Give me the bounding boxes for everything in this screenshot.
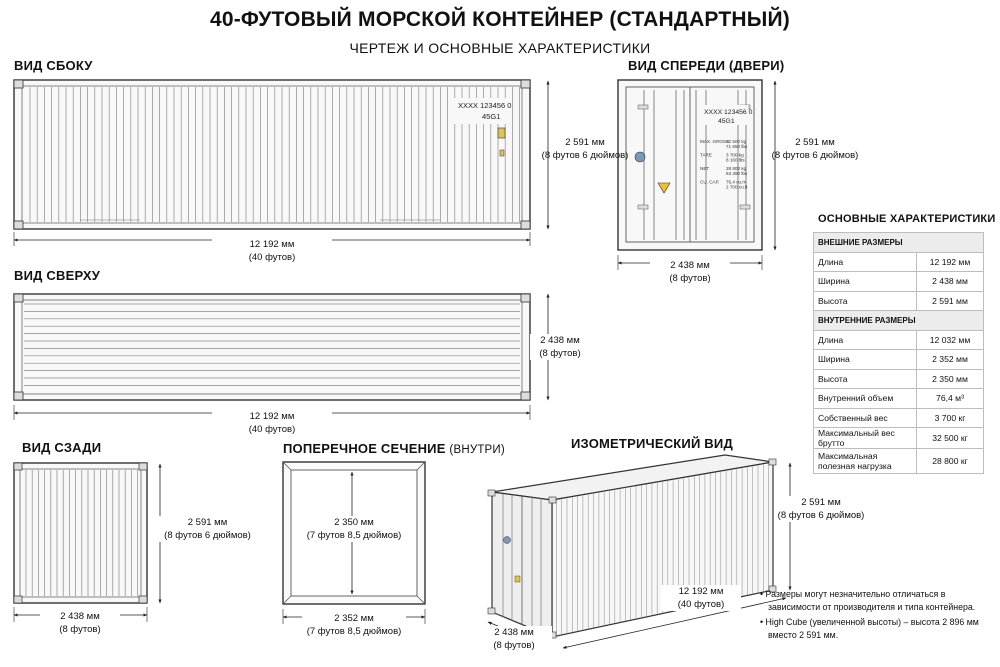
spec-value: 2 350 мм: [916, 368, 984, 389]
spec-value: 12 032 мм: [916, 329, 984, 350]
spec-section-header: ВНУТРЕННИЕ РАЗМЕРЫ: [813, 310, 984, 331]
spec-value: 2 438 мм: [916, 271, 984, 292]
spec-value: 3 700 кг: [916, 407, 984, 428]
side-code-line2: 45G1: [482, 112, 500, 121]
note-item: • Размеры могут незначительно отличаться…: [760, 589, 976, 612]
side-label-sticker: [497, 127, 506, 139]
rear-view-container: [13, 462, 148, 604]
front-height-dim: 2 591 мм(8 футов 6 дюймов): [771, 137, 859, 161]
front-code-line1: XXXX 123456 0: [704, 109, 753, 116]
spec-label: Высота: [813, 290, 917, 311]
spec-value: 12 192 мм: [916, 251, 984, 272]
front-code-line2: 45G1: [718, 118, 735, 125]
spec-section-header: ВНЕШНИЕ РАЗМЕРЫ: [813, 232, 984, 253]
iso-height-dim: 2 591 мм(8 футов 6 дюймов): [775, 496, 867, 522]
specs-title: ОСНОВНЫЕ ХАРАКТЕРИСТИКИ: [818, 213, 996, 225]
front-width-dim: 2 438 мм(8 футов): [650, 259, 730, 285]
side-view-container: XXXX 123456 0 45G1: [13, 79, 531, 230]
plate-text: NET: [700, 166, 709, 171]
plate-text: 32 500 kg: [726, 139, 747, 144]
rear-width-dim: 2 438 мм(8 футов): [40, 610, 120, 636]
csc-plate-icon: [634, 151, 646, 163]
spec-label: Максимальная полезная нагрузка: [813, 448, 917, 474]
side-height-dim: 2 591 мм(8 футов 6 дюймов): [541, 137, 629, 161]
cross-width-dim: 2 352 мм(7 футов 8,5 дюймов): [302, 612, 406, 638]
spec-label: Ширина: [813, 271, 917, 292]
cross-height-dim: 2 350 мм(7 футов 8,5 дюймов): [302, 516, 406, 542]
side-view-label: ВИД СБОКУ: [14, 58, 93, 73]
spec-value: 28 800 кг: [916, 448, 984, 474]
top-view-container: [13, 293, 531, 401]
warning-triangle-icon: [657, 182, 671, 194]
iso-view-container: [487, 454, 777, 639]
spec-value: 32 500 кг: [916, 427, 984, 449]
note-item: • High Cube (увеличенной высоты) – высот…: [760, 617, 979, 640]
notes: • Размеры могут незначительно отличаться…: [760, 588, 992, 644]
iso-length-dim: 12 192 мм(40 футов): [661, 585, 741, 611]
spec-label: Максимальный вес брутто: [813, 427, 917, 449]
top-length-dim: 12 192 мм(40 футов): [212, 410, 332, 436]
cross-section-label: ПОПЕРЕЧНОЕ СЕЧЕНИЕ (ВНУТРИ): [283, 441, 505, 456]
rear-view-label: ВИД СЗАДИ: [22, 440, 102, 455]
top-width-dim: 2 438 мм(8 футов): [530, 334, 590, 360]
spec-value: 2 591 мм: [916, 290, 984, 311]
top-view-label: ВИД СВЕРХУ: [14, 268, 100, 283]
rear-height-dim: 2 591 мм(8 футов 6 дюймов): [150, 516, 265, 542]
side-code-line1: XXXX 123456 0: [458, 101, 511, 110]
plate-text: 2 700 cu.ft: [726, 185, 748, 190]
plate-text: 8 160 lbs: [726, 158, 745, 163]
plate-text: MAX. GROSS: [700, 139, 729, 144]
page-subtitle: ЧЕРТЕЖ И ОСНОВНЫЕ ХАРАКТЕРИСТИКИ: [349, 40, 651, 56]
plate-text: CU. CAP.: [700, 180, 719, 185]
spec-label: Внутренний объем: [813, 388, 917, 409]
plate-text: 28 800 kg: [726, 166, 747, 171]
page-title: 40-ФУТОВЫЙ МОРСКОЙ КОНТЕЙНЕР (СТАНДАРТНЫ…: [209, 8, 790, 31]
spec-label: Собственный вес: [813, 407, 917, 428]
spec-label: Ширина: [813, 349, 917, 370]
spec-label: Высота: [813, 368, 917, 389]
plate-text: 76,4 cu.m: [726, 180, 746, 185]
spec-label: Длина: [813, 251, 917, 272]
side-length-dim: 12 192 мм(40 футов): [212, 238, 332, 264]
plate-text: 71 650 lbs: [726, 144, 748, 149]
iso-width-dim: 2 438 мм(8 футов): [476, 626, 552, 652]
iso-view-label: ИЗОМЕТРИЧЕСКИЙ ВИД: [571, 436, 733, 451]
spec-value: 76,4 м³: [916, 388, 984, 409]
plate-text: 63 490 lbs: [726, 171, 748, 176]
plate-text: TARE: [700, 153, 712, 158]
plate-text: 3 700 kg: [726, 153, 744, 158]
front-view-label: ВИД СПЕРЕДИ (ДВЕРИ): [628, 58, 785, 73]
spec-label: Длина: [813, 329, 917, 350]
spec-value: 2 352 мм: [916, 349, 984, 370]
cross-section-label-suffix: (ВНУТРИ): [449, 444, 505, 456]
